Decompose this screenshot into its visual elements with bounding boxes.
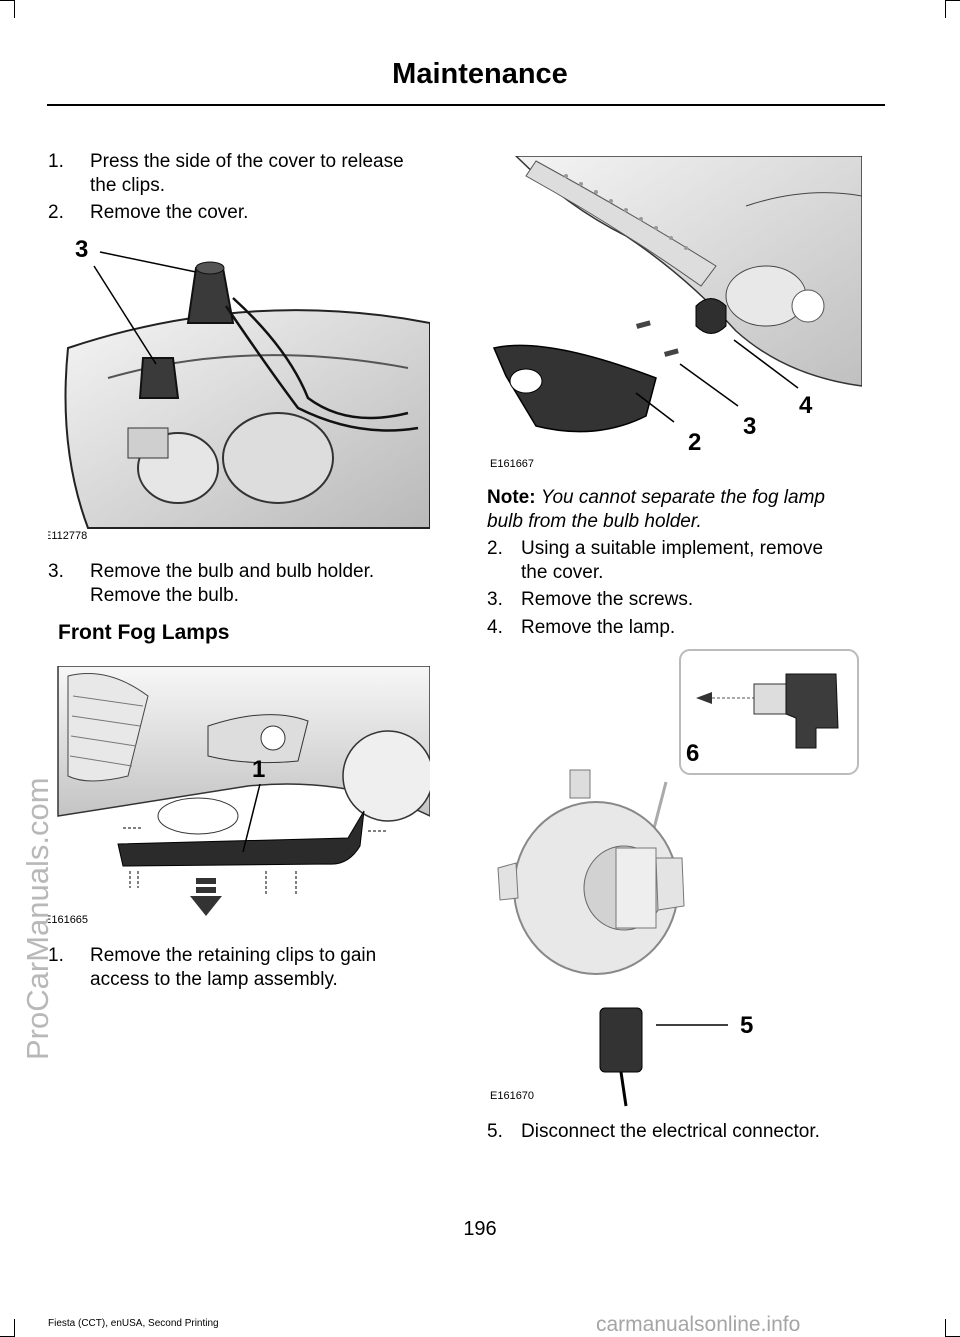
step-text-line: Remove the lamp. [521,617,676,638]
step-number: 2. [487,538,503,559]
fog-lamp-cover-illustration [492,156,862,433]
callout-6: 6 [686,740,700,767]
step-text-line: Remove the retaining clips to gain [90,945,377,966]
step-text-line: the clips. [90,175,165,196]
crop-mark-tl-v [14,0,15,18]
crop-mark-tr-v [945,0,946,18]
figure-code: E161667 [490,458,535,470]
page-number: 196 [463,1218,497,1240]
callout-4: 4 [799,392,813,419]
fog-lamp-clips-illustration [57,666,430,916]
watermark-bottom: carmanualsonline.info [596,1313,801,1336]
figure-code: E112778 [48,530,88,542]
step-text-line: access to the lamp assembly. [90,969,338,990]
step-text-line: Using a suitable implement, remove [521,538,824,559]
step-number: 5. [487,1121,503,1142]
callout-3: 3 [75,236,89,263]
figure-headlamp-bulb: 3 E112778 [48,228,430,544]
note-text-line: You cannot separate the fog lamp [540,487,825,508]
callout-1: 1 [252,756,266,783]
step-number: 1. [48,945,64,966]
crop-mark-bl-v [14,1319,15,1337]
figure-fog-lamp-cover: 4 3 2 E161667 [486,156,862,474]
step-text-line: Remove the bulb. [90,585,239,606]
step-text-line: Remove the screws. [521,589,694,610]
figure-code: E161670 [490,1090,535,1102]
step-text-line: Remove the bulb and bulb holder. [90,561,375,582]
step-number: 1. [48,151,64,172]
step-number: 2. [48,202,64,223]
callout-2: 2 [688,429,702,456]
headlamp-bulb-illustration [64,251,430,529]
crop-mark-br-v [945,1319,946,1337]
note-label: Note: [487,487,536,508]
fog-lamp-connector-illustration [497,649,859,1107]
step-number: 3. [48,561,64,582]
step-text-line: Remove the cover. [90,202,249,223]
step-number: 3. [487,589,503,610]
callout-3: 3 [743,413,757,440]
figure-fog-lamp-clips: 1 E161665 [48,666,430,928]
watermark-side: ProCarManuals.com [20,777,55,1060]
step-text-line: the cover. [521,562,604,583]
step-text-line: Disconnect the electrical connector. [521,1121,820,1142]
crop-mark-tl-h [0,0,14,1]
step-text-line: Press the side of the cover to release [90,151,404,172]
figure-code: E161665 [48,914,89,926]
footer-text: Fiesta (CCT), enUSA, Second Printing [48,1318,219,1329]
callout-5: 5 [740,1012,754,1039]
crop-mark-tr-h [946,0,960,1]
note-text-line: bulb from the bulb holder. [487,511,702,532]
header-rule [47,104,885,106]
step-number: 4. [487,617,503,638]
section-heading: Front Fog Lamps [58,621,230,644]
figure-fog-lamp-connector: 6 5 E161670 [486,648,862,1108]
page-title: Maintenance [392,58,568,90]
